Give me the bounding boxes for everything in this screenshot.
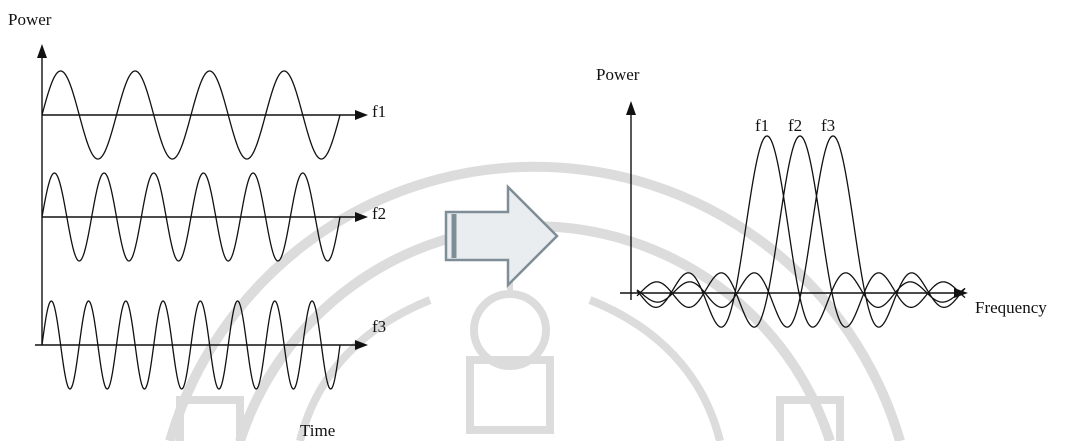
subcarrier-spectra <box>636 135 966 328</box>
carrier-axis-arrowhead-f2 <box>355 212 368 222</box>
carrier-axis-arrowhead-f1 <box>355 110 368 120</box>
spectrum-curve-f1 <box>636 135 966 328</box>
carrier-axis-arrowhead-f3 <box>355 340 368 350</box>
carrier-wave-f3 <box>41 300 341 390</box>
carrier-wave-f1 <box>41 70 341 160</box>
carrier-label-f2: f2 <box>372 204 386 223</box>
carrier-wave-f2 <box>41 172 341 262</box>
carrier-row-f2: f2 <box>41 172 386 262</box>
right-y-axis-label: Power <box>596 65 640 84</box>
carrier-row-f1: f1 <box>41 70 386 160</box>
frequency-domain-panel: Power Frequency f1 f2 f3 <box>596 65 1047 328</box>
time-domain-panel: Power f1 f2 f3 Time <box>8 10 386 440</box>
spectrum-curve-f3 <box>636 135 966 328</box>
subcarrier-labels: f1 f2 f3 <box>755 116 835 135</box>
carrier-label-f1: f1 <box>372 102 386 121</box>
watermark-seal <box>165 161 905 441</box>
right-x-axis-label: Frequency <box>975 298 1047 317</box>
left-y-axis-label: Power <box>8 10 52 29</box>
spectrum-label-f2: f2 <box>788 116 802 135</box>
spectrum-curve-f2 <box>636 135 966 328</box>
right-y-axis-arrowhead <box>626 101 636 115</box>
transform-arrow-icon <box>444 183 559 289</box>
spectrum-label-f1: f1 <box>755 116 769 135</box>
carrier-row-f3: f3 <box>35 300 386 390</box>
left-x-axis-label: Time <box>300 421 335 440</box>
carrier-rows: f1 f2 f3 <box>35 70 386 390</box>
spectrum-label-f3: f3 <box>821 116 835 135</box>
carrier-label-f3: f3 <box>372 317 386 336</box>
left-y-axis-arrowhead <box>37 44 47 58</box>
